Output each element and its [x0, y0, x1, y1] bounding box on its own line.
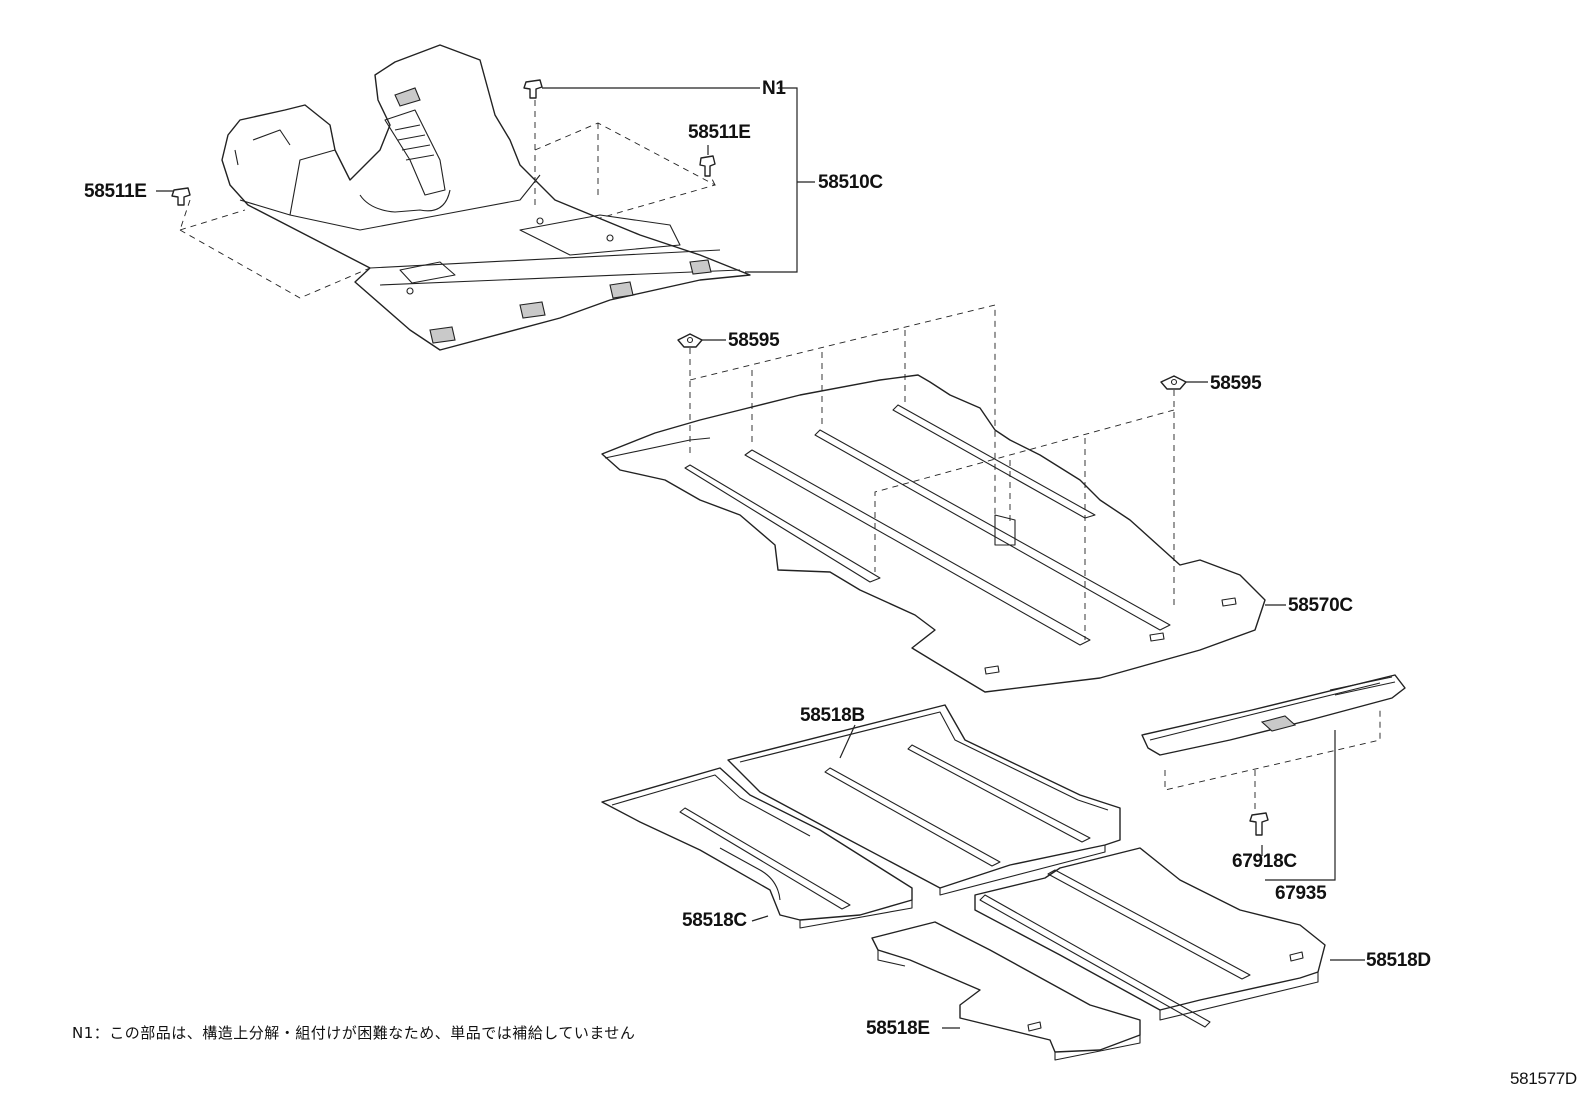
label-58511E-right: 58511E [688, 122, 751, 143]
label-58570C: 58570C [1288, 595, 1353, 616]
middle-floor-carpet [601, 374, 1266, 693]
label-67935: 67935 [1275, 883, 1327, 904]
label-58595-left: 58595 [728, 330, 780, 351]
clip-58511E-left [171, 187, 191, 206]
clip-58595-left [677, 333, 703, 348]
rear-scuff-plate [1141, 674, 1406, 756]
diagram-id: 581577D [1510, 1069, 1577, 1088]
label-58518D: 58518D [1366, 950, 1431, 971]
label-58510C: 58510C [818, 172, 883, 193]
floor-carpet-58518D [974, 847, 1326, 1028]
label-58511E-left: 58511E [84, 181, 147, 202]
label-67918C: 67918C [1232, 851, 1297, 872]
floor-carpet-58518B [727, 704, 1121, 896]
label-58518B: 58518B [800, 705, 865, 726]
floor-carpet-58518E [871, 921, 1141, 1061]
label-58595-right: 58595 [1210, 373, 1262, 394]
clip-67918C [1249, 812, 1269, 836]
label-58518E: 58518E [866, 1018, 930, 1039]
label-n1: N1 [762, 78, 786, 99]
clip-n1 [523, 79, 543, 99]
label-58518C: 58518C [682, 910, 747, 931]
footnote-n1: N1：この部品は、構造上分解・組付けが困難なため、単品では補給していません [72, 1024, 636, 1042]
floor-carpet-58518C [601, 767, 913, 929]
clip-58511E-right [699, 155, 716, 177]
clip-58595-right [1160, 375, 1187, 390]
front-floor-carpet [221, 44, 751, 351]
